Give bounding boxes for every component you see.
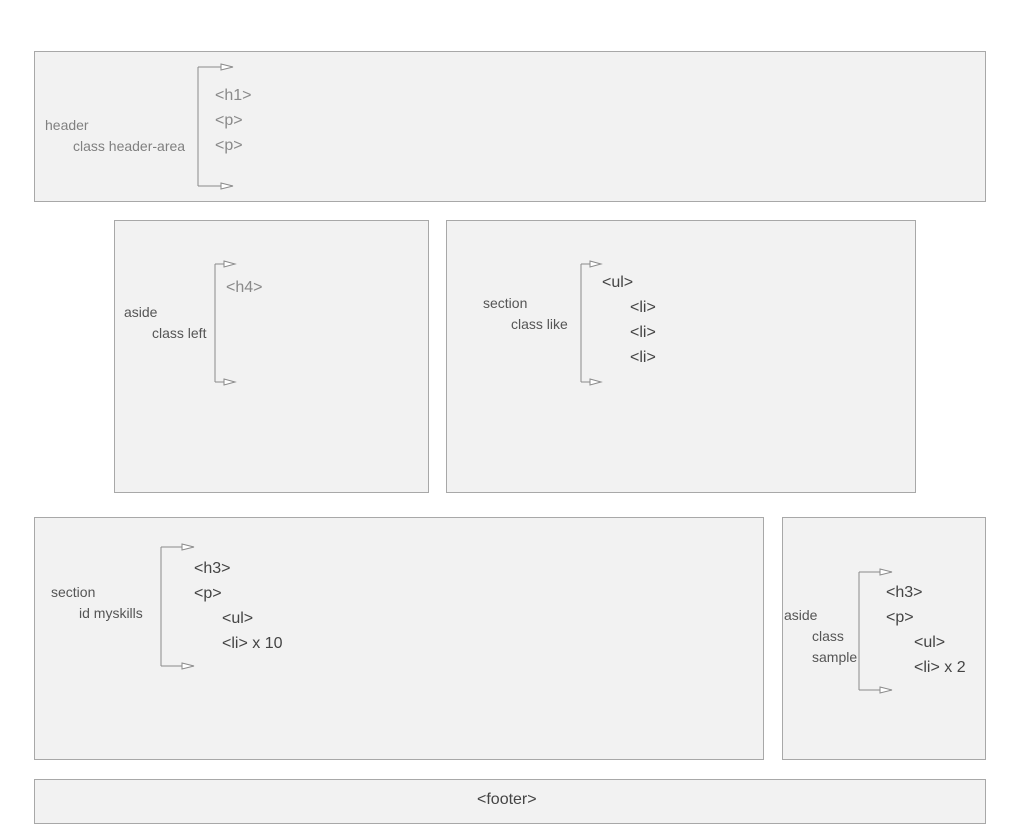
footer-label: <footer> <box>477 791 537 808</box>
section-like-box: section class like <ul> <li> <li> <li> <box>446 220 916 493</box>
footer-box: <footer> <box>34 779 986 824</box>
aside-left-box: aside class left <h4> <box>114 220 429 493</box>
aside-sample-child-ul: <ul> <box>914 634 946 651</box>
header-box: header class header-area <h1> <p> <p> <box>34 51 986 202</box>
section-skills-child-ul: <ul> <box>222 610 254 627</box>
section-skills-box: section id myskills <h3> <p> <ul> <li> x… <box>34 517 764 760</box>
header-child-h1: <h1> <box>215 87 252 104</box>
section-like-child-li1: <li> <box>630 299 656 316</box>
header-child-p1: <p> <box>215 112 243 129</box>
aside-sample-child-p: <p> <box>886 609 914 626</box>
section-skills-element-label: section <box>51 584 96 600</box>
aside-left-bracket <box>214 260 237 386</box>
section-like-child-li3: <li> <box>630 349 656 366</box>
section-skills-bracket <box>160 543 195 670</box>
aside-left-child-h4: <h4> <box>226 279 263 296</box>
aside-sample-child-h3: <h3> <box>886 584 923 601</box>
header-class-label: class header-area <box>73 138 186 154</box>
aside-sample-class-word: class <box>812 628 844 644</box>
section-skills-child-p: <p> <box>194 585 222 602</box>
section-skills-id-label: id myskills <box>79 605 143 621</box>
aside-sample-element-label: aside <box>784 607 818 623</box>
aside-sample-class-name: sample <box>812 649 858 665</box>
aside-sample-child-li: <li> x 2 <box>914 659 966 676</box>
section-like-child-ul: <ul> <box>602 274 634 291</box>
aside-sample-bracket <box>858 568 893 694</box>
section-like-child-li2: <li> <box>630 324 656 341</box>
section-like-element-label: section <box>483 295 528 311</box>
aside-sample-box: aside class sample <h3> <p> <ul> <li> x … <box>782 517 986 760</box>
section-like-class-label: class like <box>511 316 568 332</box>
section-like-bracket <box>580 260 603 386</box>
section-skills-child-h3: <h3> <box>194 560 231 577</box>
section-skills-child-li: <li> x 10 <box>222 635 283 652</box>
header-child-p2: <p> <box>215 137 243 154</box>
aside-left-class-label: class left <box>152 325 207 341</box>
header-bracket <box>197 63 234 190</box>
header-element-label: header <box>45 117 89 133</box>
aside-left-element-label: aside <box>124 304 158 320</box>
